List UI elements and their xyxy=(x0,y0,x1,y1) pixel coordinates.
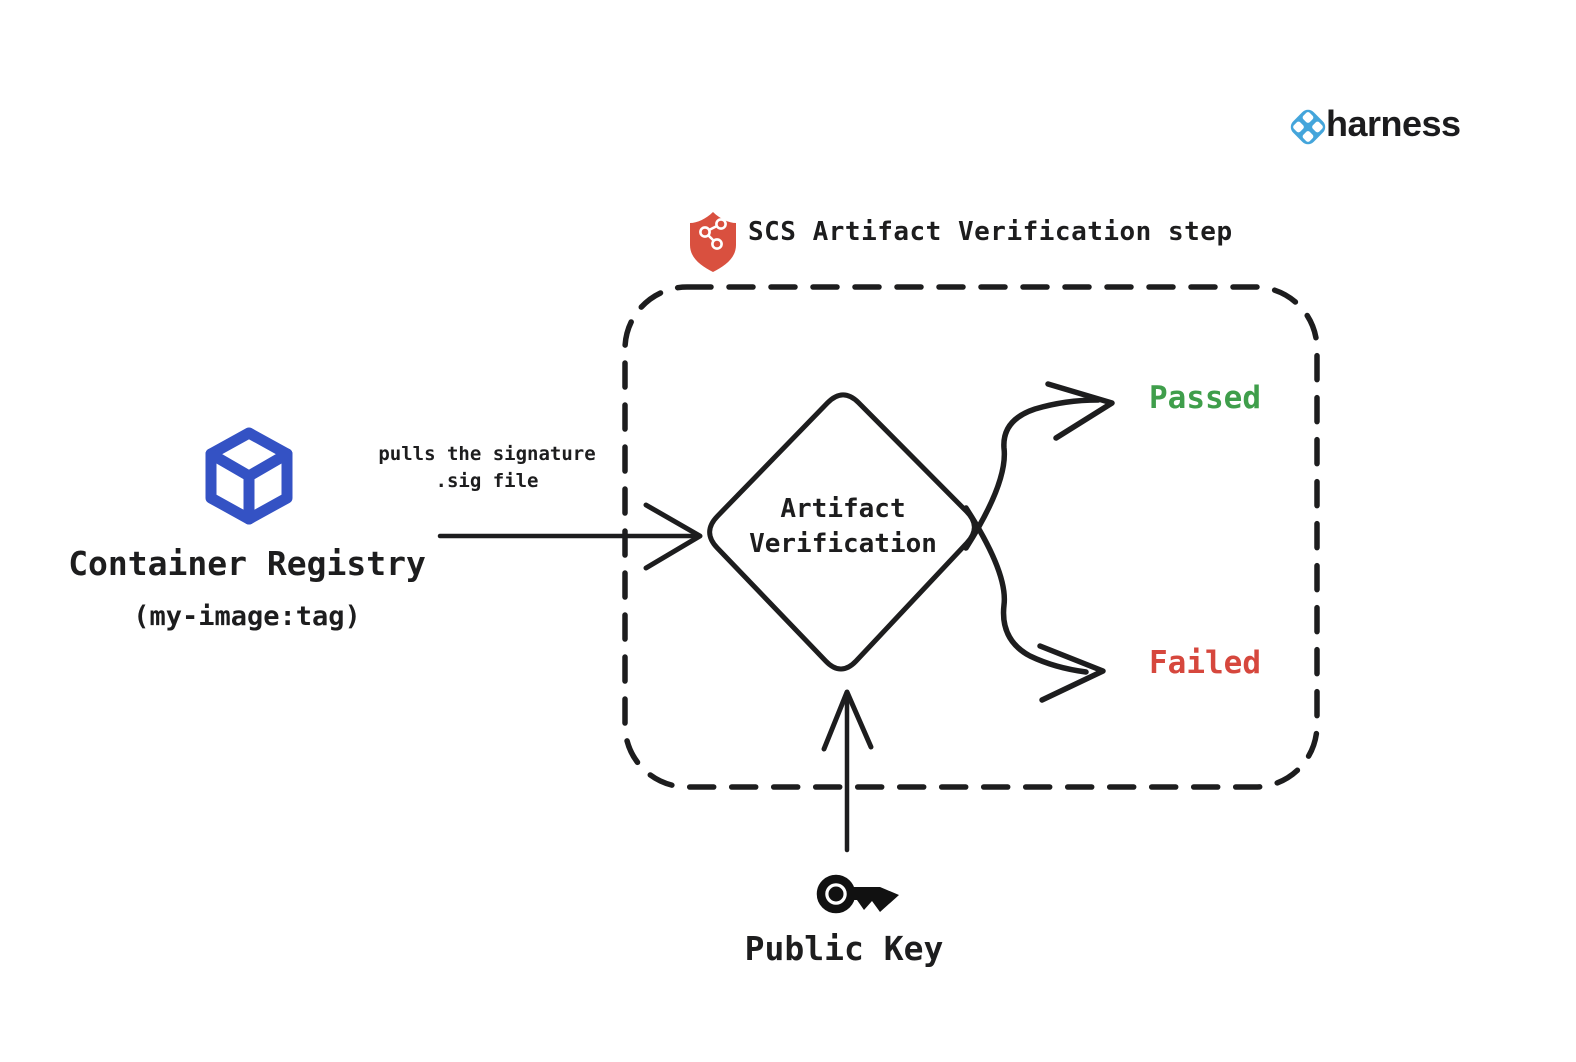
passed-label: Passed xyxy=(1149,380,1261,416)
key-icon xyxy=(816,874,899,914)
public-key-label: Public Key xyxy=(744,929,944,968)
registry-to-diamond-arrow xyxy=(437,502,703,571)
decision-diamond xyxy=(707,392,977,672)
failed-arrow xyxy=(963,505,1106,703)
harness-logo-icon xyxy=(1290,109,1326,145)
artifact-verification-line1: Artifact xyxy=(780,494,906,524)
public-key-arrow xyxy=(821,689,874,853)
harness-logo-text: harness xyxy=(1326,103,1461,144)
artifact-verification-line2: Verification xyxy=(749,529,937,559)
passed-arrow xyxy=(963,381,1115,551)
pull-signature-label: pulls the signature .sig file xyxy=(356,441,618,495)
container-registry-tag: (my-image:tag) xyxy=(133,601,361,632)
artifact-verification-label: Artifact Verification xyxy=(733,492,953,562)
step-title: SCS Artifact Verification step xyxy=(748,217,1233,247)
container-registry-title: Container Registry xyxy=(68,544,426,583)
cube-icon xyxy=(205,427,293,525)
failed-label: Failed xyxy=(1149,645,1261,681)
pull-signature-label-line1: pulls the signature xyxy=(378,443,596,465)
shield-icon xyxy=(690,212,736,272)
pull-signature-label-line2: .sig file xyxy=(435,470,539,492)
